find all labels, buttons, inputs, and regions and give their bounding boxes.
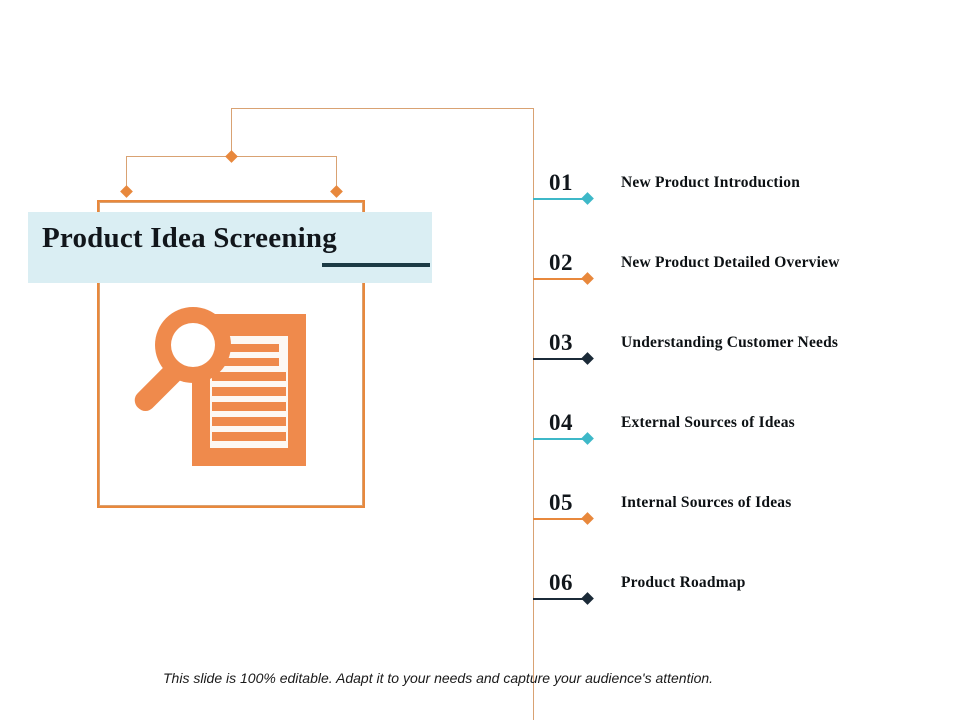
agenda-item[interactable]: 06 Product Roadmap (0, 570, 960, 616)
connector-right-drop (336, 156, 337, 191)
title-underline (322, 263, 430, 267)
agenda-item[interactable]: 01 New Product Introduction (0, 170, 960, 216)
agenda-item-diamond-icon (581, 192, 594, 205)
agenda-item-label: Understanding Customer Needs (621, 334, 839, 351)
agenda-item-label: New Product Detailed Overview (621, 254, 840, 271)
connector-center-stem (231, 108, 232, 156)
icon-frame-outer (97, 200, 365, 508)
agenda-item-diamond-icon (581, 592, 594, 605)
connector-left-drop (126, 156, 127, 191)
connector-top-horizontal (231, 108, 533, 109)
agenda-item-label: Product Roadmap (621, 574, 746, 591)
agenda-item[interactable]: 05 Internal Sources of Ideas (0, 490, 960, 536)
agenda-item-rule (533, 438, 586, 440)
agenda-item[interactable]: 02 New Product Detailed Overview (0, 250, 960, 296)
page-title: Product Idea Screening (42, 222, 337, 254)
agenda-item-number: 05 (549, 490, 573, 515)
agenda-item-diamond-icon (581, 352, 594, 365)
agenda-item-diamond-icon (581, 272, 594, 285)
agenda-item-number: 03 (549, 330, 573, 355)
agenda-item-rule (533, 278, 586, 280)
connector-vertical-spine (533, 108, 534, 720)
agenda-item-diamond-icon (581, 432, 594, 445)
agenda-item-rule (533, 198, 586, 200)
agenda-item-number: 02 (549, 250, 573, 275)
agenda-item-label: New Product Introduction (621, 174, 801, 191)
agenda-item-rule (533, 358, 586, 360)
agenda-item-label: External Sources of Ideas (621, 414, 795, 431)
agenda-item-number: 06 (549, 570, 573, 595)
agenda-item[interactable]: 04 External Sources of Ideas (0, 410, 960, 456)
icon-frame-inner (99, 202, 363, 506)
agenda-item-diamond-icon (581, 512, 594, 525)
agenda-item-rule (533, 518, 586, 520)
title-background-band (28, 212, 432, 283)
agenda-item[interactable]: 03 Understanding Customer Needs (0, 330, 960, 376)
magnifier-document-icon (120, 300, 340, 490)
agenda-item-number: 01 (549, 170, 573, 195)
agenda-item-label: Internal Sources of Ideas (621, 494, 792, 511)
agenda-item-number: 04 (549, 410, 573, 435)
slide-caption: This slide is 100% editable. Adapt it to… (163, 670, 714, 686)
agenda-item-rule (533, 598, 586, 600)
